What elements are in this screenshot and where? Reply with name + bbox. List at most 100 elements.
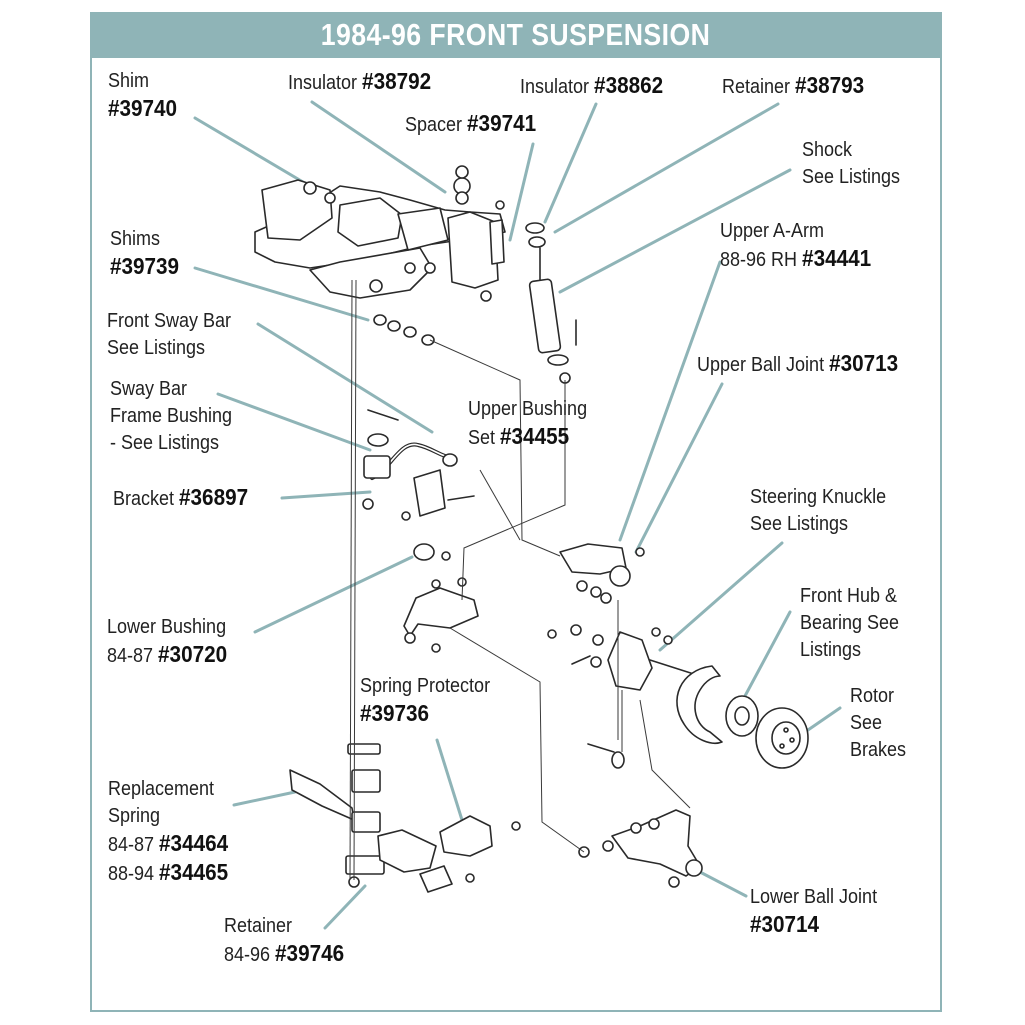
bolt-head [600,592,612,604]
sway-link-bracket [413,469,446,517]
leader-replacement-spring [232,790,297,807]
shim-washer [421,334,435,346]
callout-retainer-39746: Retainer 84-96 #39746 [224,913,344,969]
leader-upper-a-arm [618,260,722,542]
frame-brace [397,207,449,251]
bolt-head [369,279,383,293]
front-hub-cap [734,706,750,726]
callout-upper-a-arm-line1: Upper A-Arm [720,220,825,242]
callout-upper-ball-joint-name: Upper Ball Joint [697,354,825,376]
shim-washer [387,320,401,332]
assembly-lines [349,279,691,881]
callout-spring-protector: Spring Protector #39736 [360,673,490,727]
callout-shim: Shim #39740 [108,68,177,122]
leaf-spring [289,769,355,821]
frame-left-bracket [261,179,333,241]
sway-link-bushing [442,453,458,467]
bolt-head [590,656,602,668]
bolt-head [592,634,604,646]
callout-shock-line2: See Listings [802,166,901,188]
callout-lower-bushing-prefix: 84-87 [107,645,154,667]
tie-rod [571,655,591,665]
callout-insulator-38792-part: #38792 [362,68,432,94]
callout-upper-a-arm: Upper A-Arm 88-96 RH #34441 [720,218,871,274]
spring-clamp [345,855,385,875]
leader-insulator-38862 [543,102,598,224]
spring-pad-top [347,743,381,755]
leader-steering-knuckle [658,541,784,652]
brake-rotor-hat [771,721,801,755]
callout-upper-a-arm-prefix: 88-96 RH [720,249,798,271]
bolt-head [576,580,588,592]
upper-ball-joint [609,565,631,587]
callout-replacement-spring: Replacement Spring 84-87 #34464 88-94 #3… [108,776,228,888]
callout-upper-ball-joint: Upper Ball Joint #30713 [697,350,898,379]
callout-spacer-name: Spacer [405,114,463,136]
guide-line [349,279,353,881]
callout-spring-protector-part: #39736 [360,700,430,726]
sway-bar-bolt [367,409,399,421]
shim-washer [373,314,387,326]
callout-steering-knuckle: Steering Knuckle See Listings [750,484,886,538]
sway-bar-bracket [363,455,391,479]
bolt-head [651,627,661,637]
leader-sway-bar-bushing [216,392,372,452]
callout-upper-a-arm-part: #34441 [802,245,872,271]
callout-replacement-spring-prefix1: 84-87 [108,834,155,856]
bolt-head [404,262,416,274]
callout-retainer-39746-prefix: 84-96 [224,944,271,966]
lower-bushing [413,543,435,561]
callout-lower-ball-joint-line1: Lower Ball Joint [750,886,878,908]
callout-upper-bushing-line1: Upper Bushing [468,398,588,420]
bolt-head [570,624,582,636]
bolt-head [511,821,521,831]
callout-sway-bar-bushing-line1: Sway Bar [110,378,188,400]
callout-lower-ball-joint: Lower Ball Joint #30714 [750,884,877,938]
tie-rod-ball [611,751,625,769]
guide-line [353,279,357,881]
callout-rotor-line1: Rotor [850,685,895,707]
callout-upper-bushing: Upper Bushing Set #34455 [468,396,587,452]
bolt-head [663,635,673,645]
callout-front-sway-bar: Front Sway Bar See Listings [107,308,231,362]
callout-shock-line1: Shock [802,139,853,161]
callout-bracket: Bracket #36897 [113,484,248,513]
callout-sway-bar-bushing: Sway Bar Frame Bushing - See Listings [110,376,232,457]
callout-upper-bushing-prefix: Set [468,427,496,449]
leader-front-sway-bar [256,322,434,434]
leader-lower-ball-joint [698,870,748,898]
callout-shims-part: #39739 [110,253,180,279]
callout-front-hub: Front Hub & Bearing See Listings [800,583,899,664]
callout-upper-bushing-part: #34455 [500,423,570,449]
callout-steering-knuckle-line1: Steering Knuckle [750,486,887,508]
callout-retainer-38793-part: #38793 [795,72,865,98]
callout-replacement-spring-line1: Replacement [108,778,215,800]
callout-rotor: Rotor See Brakes [850,683,906,764]
leader-rotor [806,706,842,732]
callout-replacement-spring-part1: #34464 [159,830,229,856]
retainer-clip [419,865,453,893]
callout-lower-ball-joint-part: #30714 [750,911,820,937]
bolt-head [480,290,492,302]
callout-front-hub-line3: Listings [800,639,862,661]
guide-line [639,699,691,809]
spring-protector [439,815,493,857]
callout-retainer-39746-part: #39746 [275,940,345,966]
bolt-head [362,498,374,510]
bolt-head [547,629,557,639]
callout-bracket-name: Bracket [113,488,175,510]
callout-shim-name: Shim [108,70,150,92]
guide-line [429,339,561,557]
leader-lower-bushing [253,555,414,634]
leader-spring-protector [435,738,464,822]
sway-link-bolt [447,495,475,501]
steering-knuckle [607,631,653,691]
rotor-stud [783,727,789,733]
leader-front-hub [743,610,792,698]
bolt-head [635,547,645,557]
callout-retainer-38793-name: Retainer [722,76,791,98]
bolt-head [602,840,614,852]
callout-spacer: Spacer #39741 [405,110,536,139]
callout-lower-bushing: Lower Bushing 84-87 #30720 [107,614,227,670]
